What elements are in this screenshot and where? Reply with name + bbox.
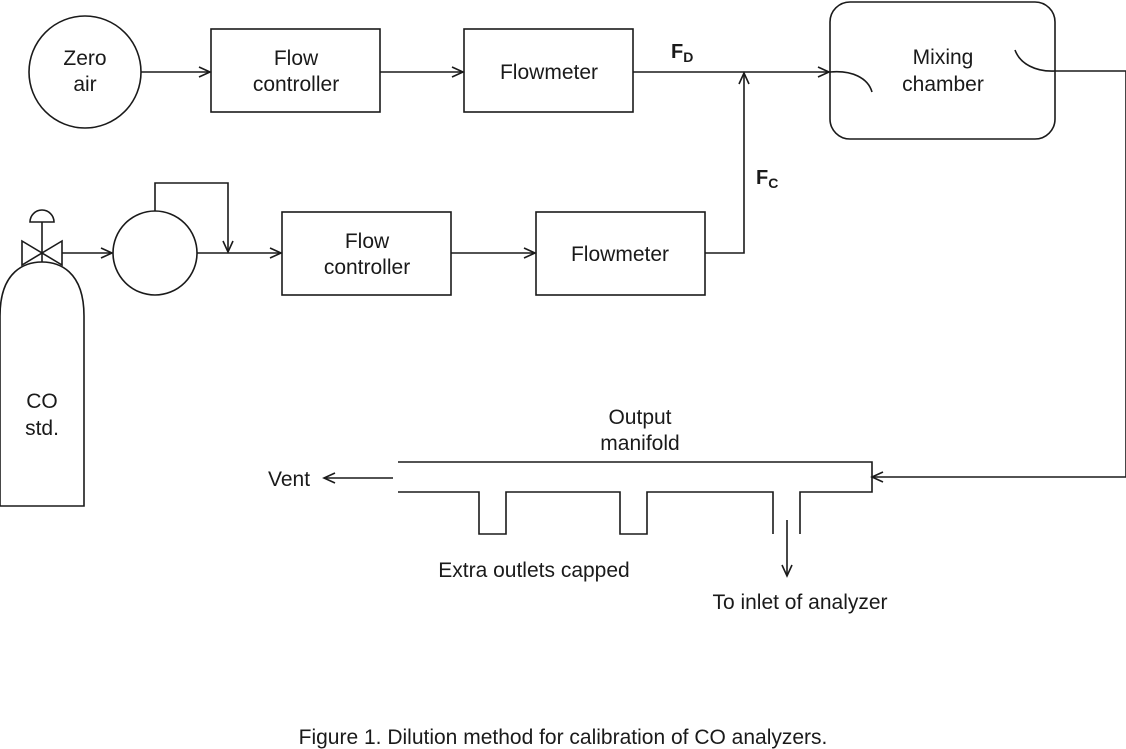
valve-handle-icon (29, 209, 55, 223)
manifold-label-1: Output (608, 406, 671, 429)
figure-caption: Figure 1. Dilution method for calibratio… (299, 726, 828, 749)
flow-controller-top-box (210, 28, 381, 113)
mixing-chamber-box (829, 1, 1056, 140)
flow-controller-bottom-label-1: Flow (345, 230, 390, 253)
co-cylinder (0, 261, 85, 507)
flowmeter-top-label: Flowmeter (500, 61, 598, 84)
zero-air-label-1: Zero (63, 47, 106, 70)
zero-air-label-2: air (73, 73, 96, 96)
flow-controller-bottom-box (281, 211, 452, 296)
mixing-chamber-label-2: chamber (902, 73, 984, 96)
vent-label: Vent (268, 468, 310, 491)
flowmeter-bottom-box (535, 211, 706, 296)
flowmeter-top-box (463, 28, 634, 113)
manifold-top-wall (398, 461, 873, 534)
flow-controller-top-label-2: controller (253, 73, 339, 96)
manifold-label-2: manifold (600, 432, 679, 455)
manifold-bottom-wall (398, 491, 774, 535)
fd-label: FD (671, 41, 693, 65)
chamber-inlet-tube (829, 70, 873, 93)
analyzer-inlet-label: To inlet of analyzer (712, 591, 887, 614)
co-std-label-1: CO (26, 390, 58, 413)
fc-label: FC (756, 167, 778, 191)
extra-outlets-label: Extra outlets capped (438, 559, 629, 582)
mixing-chamber-label-1: Mixing (913, 46, 974, 69)
arrow-fc-up (705, 71, 750, 254)
regulator-feedback-loop (154, 182, 234, 254)
co-std-label-2: std. (25, 417, 59, 440)
flow-controller-top-label-1: Flow (274, 47, 319, 70)
regulator-node (112, 210, 198, 296)
valve-left-triangle (21, 239, 44, 267)
flowmeter-bottom-label: Flowmeter (571, 243, 669, 266)
chamber-outlet-tube (1014, 49, 1126, 72)
arrow-chamber-to-manifold (870, 71, 1126, 483)
flow-controller-bottom-label-2: controller (324, 256, 410, 279)
zero-air-node (28, 15, 142, 129)
